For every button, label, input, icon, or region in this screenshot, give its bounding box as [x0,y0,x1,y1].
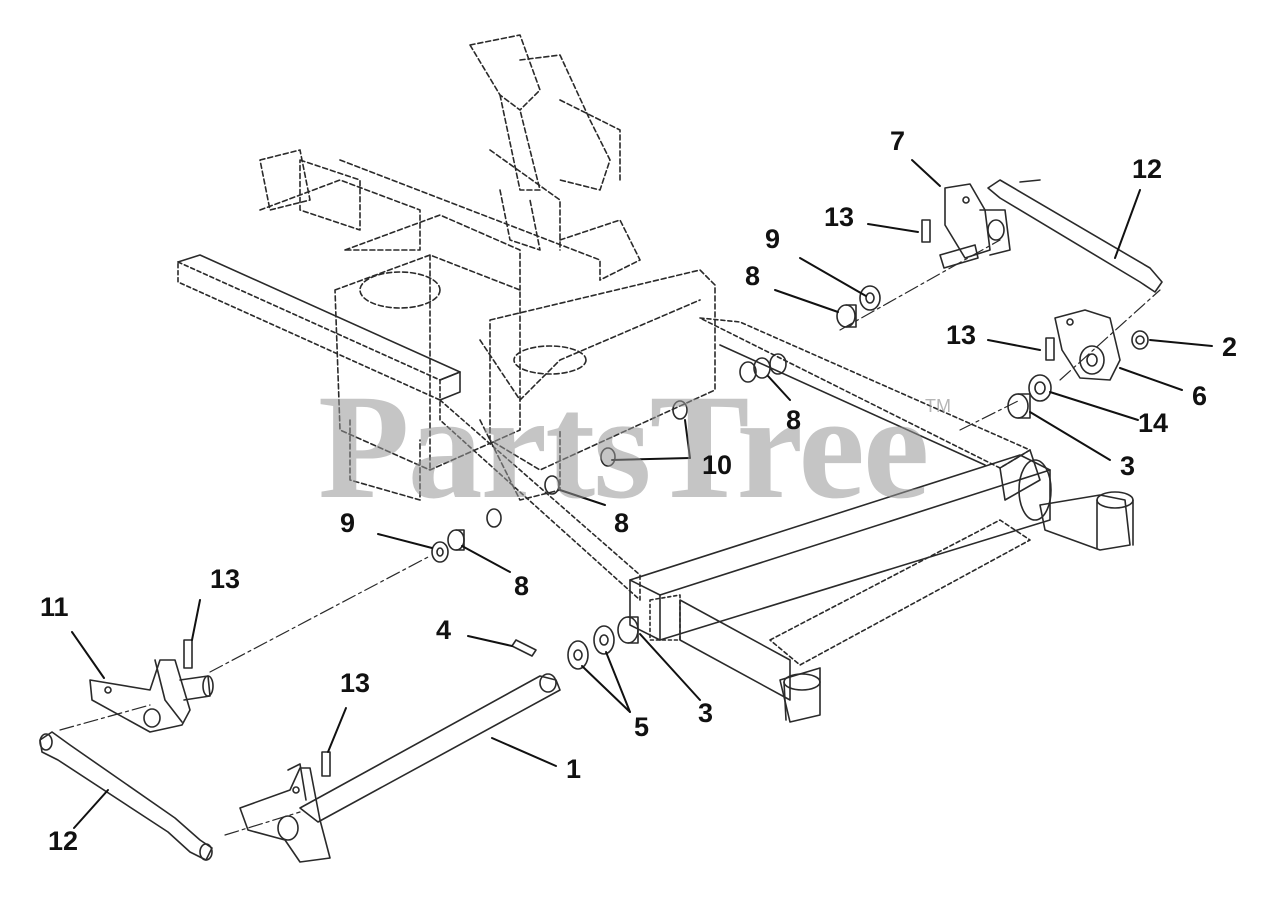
callout-3: 3 [698,698,714,728]
callout-5: 5 [634,712,650,742]
callout-6: 6 [1192,381,1208,411]
callout-14: 14 [1138,408,1169,438]
right-pin-13b [1045,337,1055,361]
front-center-lines [59,555,431,836]
frame-bushings [486,353,787,528]
callout-13: 13 [210,564,241,594]
callout-13: 13 [946,320,977,350]
right-bracket-7 [939,183,1011,269]
right-pin-13a [921,219,931,243]
front-washers-5 [567,625,615,670]
front-bracket-lower [239,763,331,863]
callout-11: 11 [40,592,69,622]
front-pin-13d [321,751,331,777]
callout-9: 9 [340,508,356,538]
trademark-symbol: TM [925,396,951,416]
right-washer-9 [859,285,881,311]
callout-13: 13 [340,668,371,698]
right-bushing-3 [1007,393,1031,419]
left-bracket-11 [89,659,214,733]
left-front-beam [679,519,1031,723]
right-bracket-6 [1054,309,1121,381]
front-cross-tube [629,454,1052,641]
cross-shaft-1 [299,673,561,823]
left-washer-9 [431,541,449,563]
left-lift-arm-12 [39,731,213,861]
upper-bracket-tower [259,34,641,281]
callout-13: 13 [824,202,855,232]
callout-8: 8 [745,261,761,291]
right-caster-mount [1039,491,1134,551]
callout-8: 8 [514,571,530,601]
front-bushing-3 [617,616,639,644]
callout-1: 1 [566,754,582,784]
right-clip-2 [1131,330,1149,350]
callout-12: 12 [1132,154,1163,184]
callout-7: 7 [890,126,906,156]
callout-8: 8 [614,508,630,538]
left-pin-13c [183,639,193,669]
callout-12: 12 [48,826,79,856]
callout-8: 8 [786,405,802,435]
left-bushing-8 [447,529,465,551]
front-pin-4 [511,639,537,657]
right-washer-14 [1028,374,1052,402]
frame-left-rail [177,254,641,601]
callout-4: 4 [436,615,452,645]
center-housing [259,159,716,501]
callout-10: 10 [702,450,733,480]
frame-right-rail [699,317,1041,501]
callout-9: 9 [765,224,781,254]
callout-3: 3 [1120,451,1136,481]
callout-2: 2 [1222,332,1238,362]
leader-lines [71,159,1213,829]
right-bushing-8 [836,304,857,328]
right-center-lines [839,239,1161,431]
right-lift-arm-12 [987,179,1163,293]
